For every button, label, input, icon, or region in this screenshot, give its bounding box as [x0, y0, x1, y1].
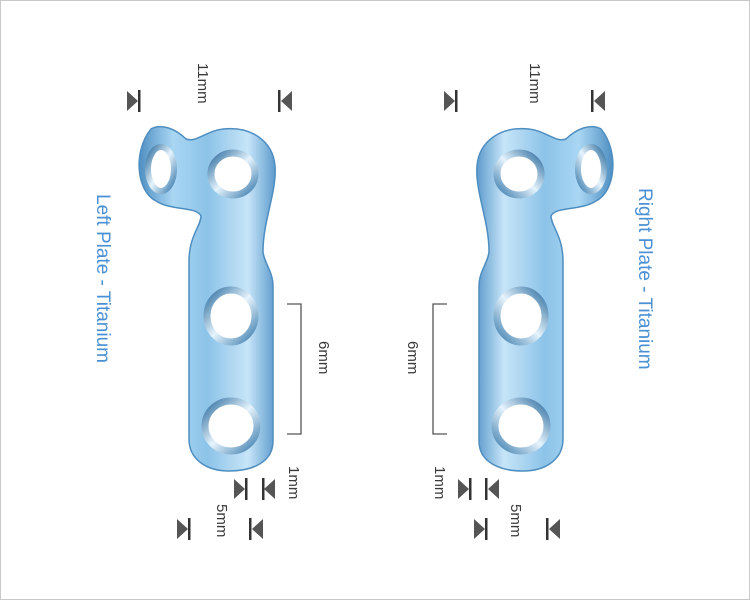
right-bottom-width-markers — [474, 518, 560, 540]
left-plate-hole-bottom — [201, 397, 261, 455]
marker-bar — [262, 478, 265, 500]
marker-arrow — [264, 479, 275, 499]
left-hole-spacing-bracket — [287, 303, 302, 435]
marker-arrow — [474, 519, 485, 539]
left-thickness-label: 1mm — [285, 466, 302, 499]
left-top-width-label: 11mm — [194, 63, 211, 104]
marker-bar — [469, 478, 472, 500]
right-plate-label: Right Plate - Titanium — [634, 188, 655, 370]
marker-bar — [591, 90, 594, 112]
left-plate-body — [138, 125, 276, 472]
left-bottom-width-markers — [177, 518, 263, 540]
marker-bar — [546, 518, 549, 540]
left-plate-hole-top — [207, 149, 259, 199]
right-top-width-label: 11mm — [526, 63, 543, 104]
left-hole-spacing-label: 6mm — [315, 341, 332, 374]
right-plate-hole-small — [575, 144, 607, 194]
marker-bar — [455, 90, 458, 112]
marker-arrow — [594, 91, 605, 111]
marker-arrow — [177, 519, 188, 539]
left-plate-label: Left Plate - Titanium — [92, 194, 113, 363]
marker-arrow — [444, 91, 455, 111]
marker-bar — [188, 518, 191, 540]
right-plate-hole-bottom — [491, 397, 551, 455]
left-thickness-markers — [234, 478, 275, 500]
marker-arrow — [488, 479, 499, 499]
marker-bar — [278, 90, 281, 112]
right-plate — [476, 125, 614, 472]
marker-bar — [138, 90, 141, 112]
marker-bar — [485, 478, 488, 500]
marker-bar — [249, 518, 252, 540]
right-plate-body — [476, 125, 614, 472]
right-plate-hole-middle — [493, 286, 549, 346]
right-hole-spacing-bracket — [432, 303, 447, 435]
right-bottom-width-label: 5mm — [507, 504, 524, 537]
right-hole-spacing-label: 6mm — [404, 341, 421, 374]
right-thickness-label: 1mm — [431, 466, 448, 499]
marker-bar — [245, 478, 248, 500]
marker-arrow — [252, 519, 263, 539]
marker-arrow — [234, 479, 245, 499]
left-bottom-width-label: 5mm — [213, 504, 230, 537]
marker-arrow — [281, 91, 292, 111]
right-thickness-markers — [458, 478, 499, 500]
left-plate-hole-middle — [203, 286, 259, 346]
marker-arrow — [458, 479, 469, 499]
left-plate — [138, 125, 276, 472]
marker-arrow — [127, 91, 138, 111]
right-plate-hole-top — [493, 149, 545, 199]
marker-bar — [485, 518, 488, 540]
marker-arrow — [549, 519, 560, 539]
right-top-width-markers — [444, 90, 605, 112]
left-plate-hole-small — [145, 144, 177, 194]
left-top-width-markers — [127, 90, 292, 112]
